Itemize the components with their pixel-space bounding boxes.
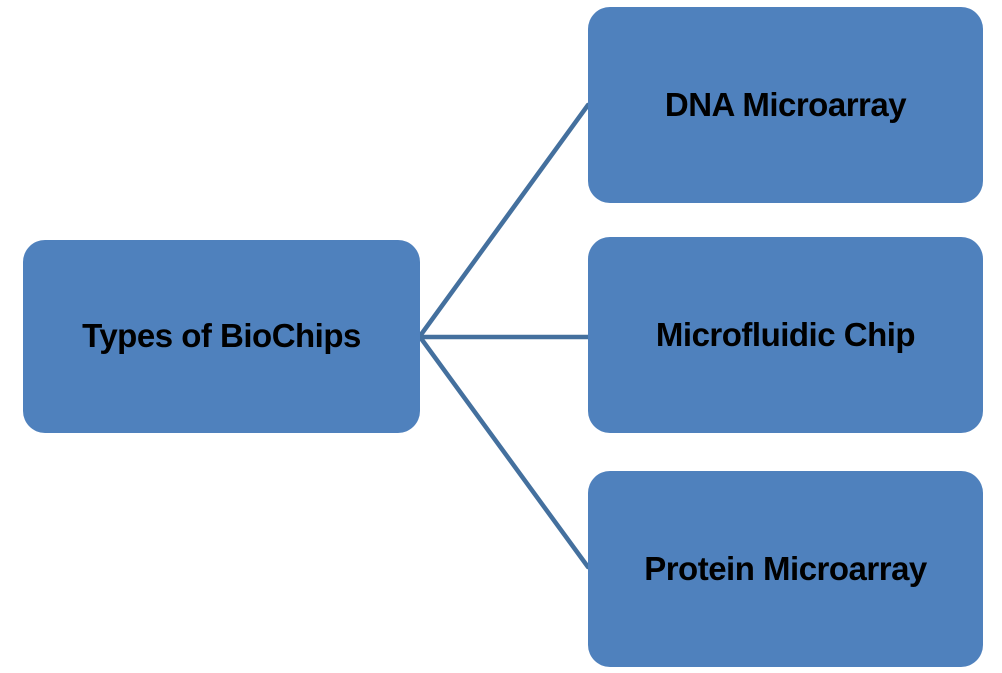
child-node-label: DNA Microarray [664,85,907,123]
connector-root-to-protein-microarray [417,334,591,570]
child-node-dna-microarray: DNA Microarray [588,7,983,203]
child-node-label: Microfluidic Chip [655,315,916,353]
child-node-microfluidic-chip: Microfluidic Chip [588,237,983,433]
child-node-protein-microarray: Protein Microarray [588,471,983,667]
root-node-label: Types of BioChips [82,317,361,355]
root-node-types-of-biochips: Types of BioChips [23,240,420,433]
child-node-label: Protein Microarray [644,549,927,587]
connector-root-to-dna-microarray [417,102,591,339]
